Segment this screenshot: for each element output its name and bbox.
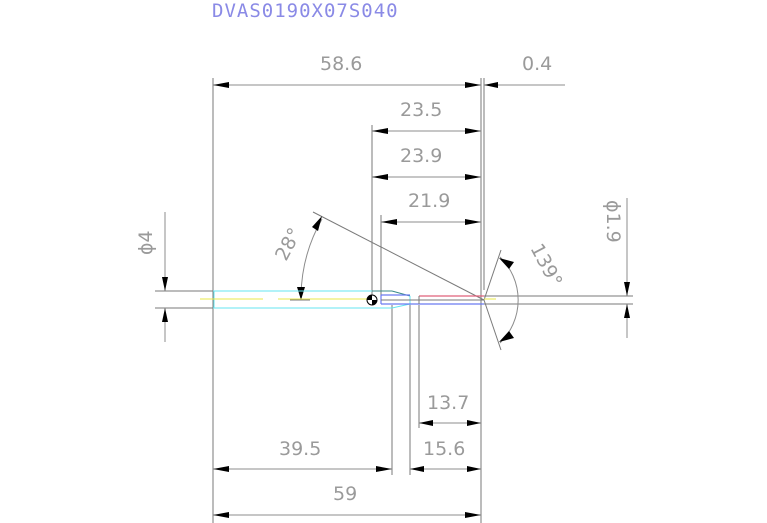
dim-label: 15.6 <box>423 438 465 460</box>
dim-59: 59 <box>213 483 481 518</box>
dim-58-6: 58.6 <box>213 53 481 88</box>
dim-label: 58.6 <box>320 53 362 75</box>
dim-label: ϕ4 <box>135 230 157 255</box>
dim-label: ϕ1.9 <box>602 200 624 243</box>
dim-label: 59 <box>333 483 357 505</box>
drawing-title: DVAS0190X07S040 <box>212 0 399 22</box>
dim-21-9: 21.9 <box>381 190 481 225</box>
dim-shank-diameter: ϕ4 <box>135 212 168 342</box>
dim-label: 0.4 <box>522 53 552 75</box>
dim-15-6: 15.6 <box>410 438 481 472</box>
dim-helix-angle: 28° <box>271 211 485 301</box>
dim-label: 39.5 <box>279 438 321 460</box>
dim-label: 13.7 <box>427 392 469 414</box>
dim-13-7: 13.7 <box>419 392 481 426</box>
dim-39-5: 39.5 <box>213 438 392 472</box>
dim-point-angle: 139° <box>483 240 567 351</box>
dim-0-4: 0.4 <box>484 53 565 88</box>
dim-tip-diameter: ϕ1.9 <box>602 198 630 338</box>
drill-body <box>200 290 496 309</box>
dim-label: 28° <box>271 224 306 264</box>
dim-label: 21.9 <box>408 190 450 212</box>
dim-label: 23.5 <box>400 99 442 121</box>
dim-label: 23.9 <box>400 145 442 167</box>
dim-23-5: 23.5 <box>372 99 481 134</box>
extension-lines <box>155 78 633 523</box>
dim-23-9: 23.9 <box>372 145 481 180</box>
dim-label: 139° <box>526 240 567 291</box>
